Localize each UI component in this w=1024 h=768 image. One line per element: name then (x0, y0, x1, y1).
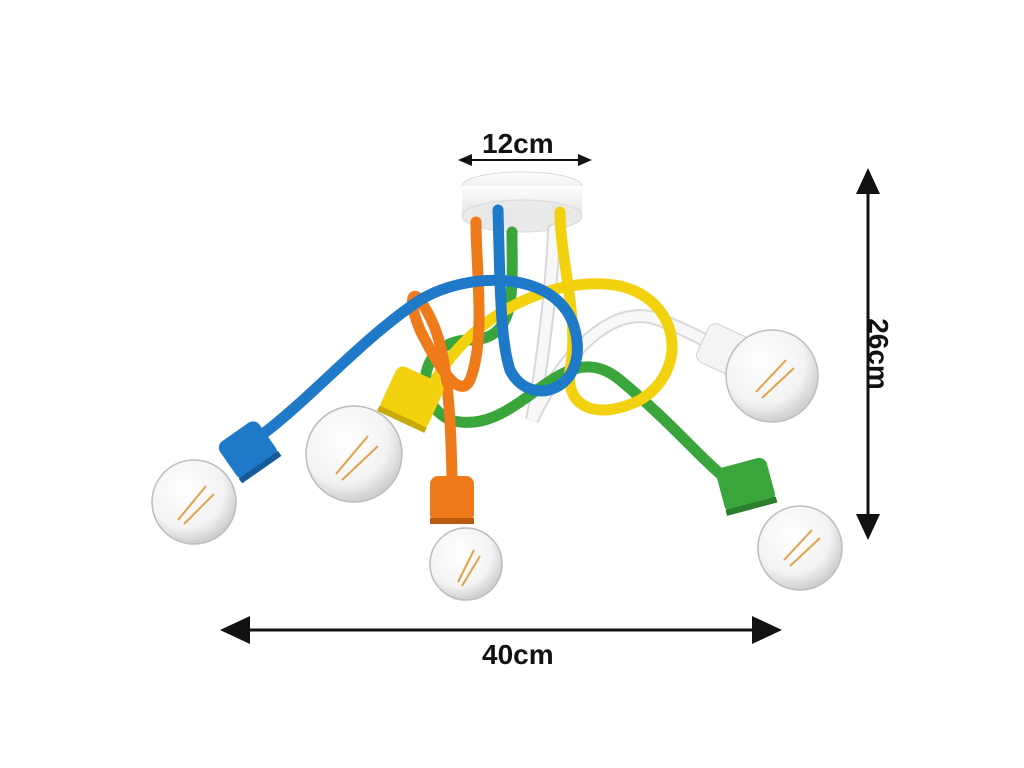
socket-yellow (377, 366, 444, 433)
socket-green (716, 457, 778, 516)
bulb-orange (429, 527, 503, 601)
arm-green (419, 226, 746, 496)
lamp-sockets (218, 323, 778, 524)
bulb-blue (151, 459, 237, 545)
bulb-white (725, 329, 819, 423)
bulb-green (757, 505, 843, 591)
arm-blue (249, 204, 583, 446)
bulb-yellow (305, 405, 403, 503)
canopy-width-label: 12cm (482, 128, 554, 159)
light-bulbs (151, 329, 843, 601)
socket-orange (430, 476, 474, 524)
lamp-arms (249, 204, 747, 496)
total-width-label: 40cm (482, 639, 554, 670)
total-height-label: 26cm (862, 318, 894, 390)
socket-blue (218, 421, 282, 484)
arm-orange (407, 216, 485, 486)
dimension-arrows (220, 154, 880, 644)
